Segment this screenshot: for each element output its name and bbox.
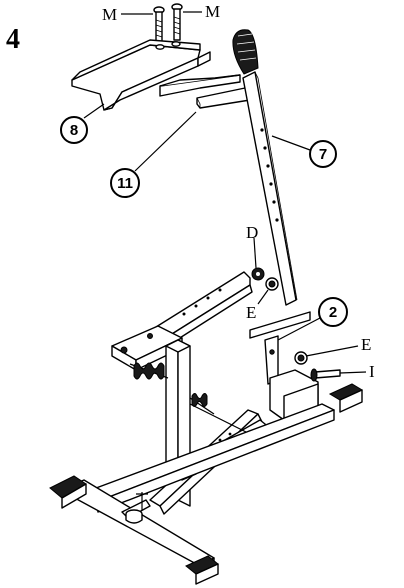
bolt-i [310, 368, 341, 382]
part-2-pedal-bracket [249, 311, 319, 421]
part-11-bracket [159, 74, 251, 109]
part-7-handle-lever [232, 29, 298, 306]
base-knob [125, 492, 148, 524]
svg-text:7: 7 [319, 146, 327, 163]
svg-text:8: 8 [70, 122, 78, 139]
nut-d [251, 267, 265, 281]
label-d: D [246, 223, 258, 242]
washer-e-lower [294, 351, 308, 365]
callout-7: 7 [271, 135, 337, 168]
label-e-lower: E [361, 335, 371, 354]
foot-front [185, 555, 219, 585]
label-m-right: M [205, 2, 220, 21]
callout-2: 2 [277, 297, 348, 341]
svg-text:2: 2 [329, 304, 337, 321]
step-number: 4 [6, 24, 20, 55]
label-m-left: M [102, 5, 117, 24]
i-leader [339, 371, 367, 374]
e-lower-leader [305, 345, 359, 357]
washer-e-upper [265, 277, 279, 291]
callout-8: 8 [60, 103, 105, 144]
foot-left [49, 475, 87, 509]
base-rail [79, 403, 335, 513]
bolt-m-left [153, 6, 165, 43]
label-e-upper: E [246, 303, 256, 322]
label-i: I [369, 362, 375, 381]
bolt-m-right [171, 3, 183, 41]
part-8-seat-bracket [71, 39, 211, 111]
svg-text:11: 11 [117, 175, 133, 192]
foot-right [328, 383, 364, 413]
d-leader [253, 237, 257, 269]
e-upper-leader [257, 289, 269, 305]
callout-11: 11 [110, 111, 197, 198]
spring [129, 362, 215, 415]
